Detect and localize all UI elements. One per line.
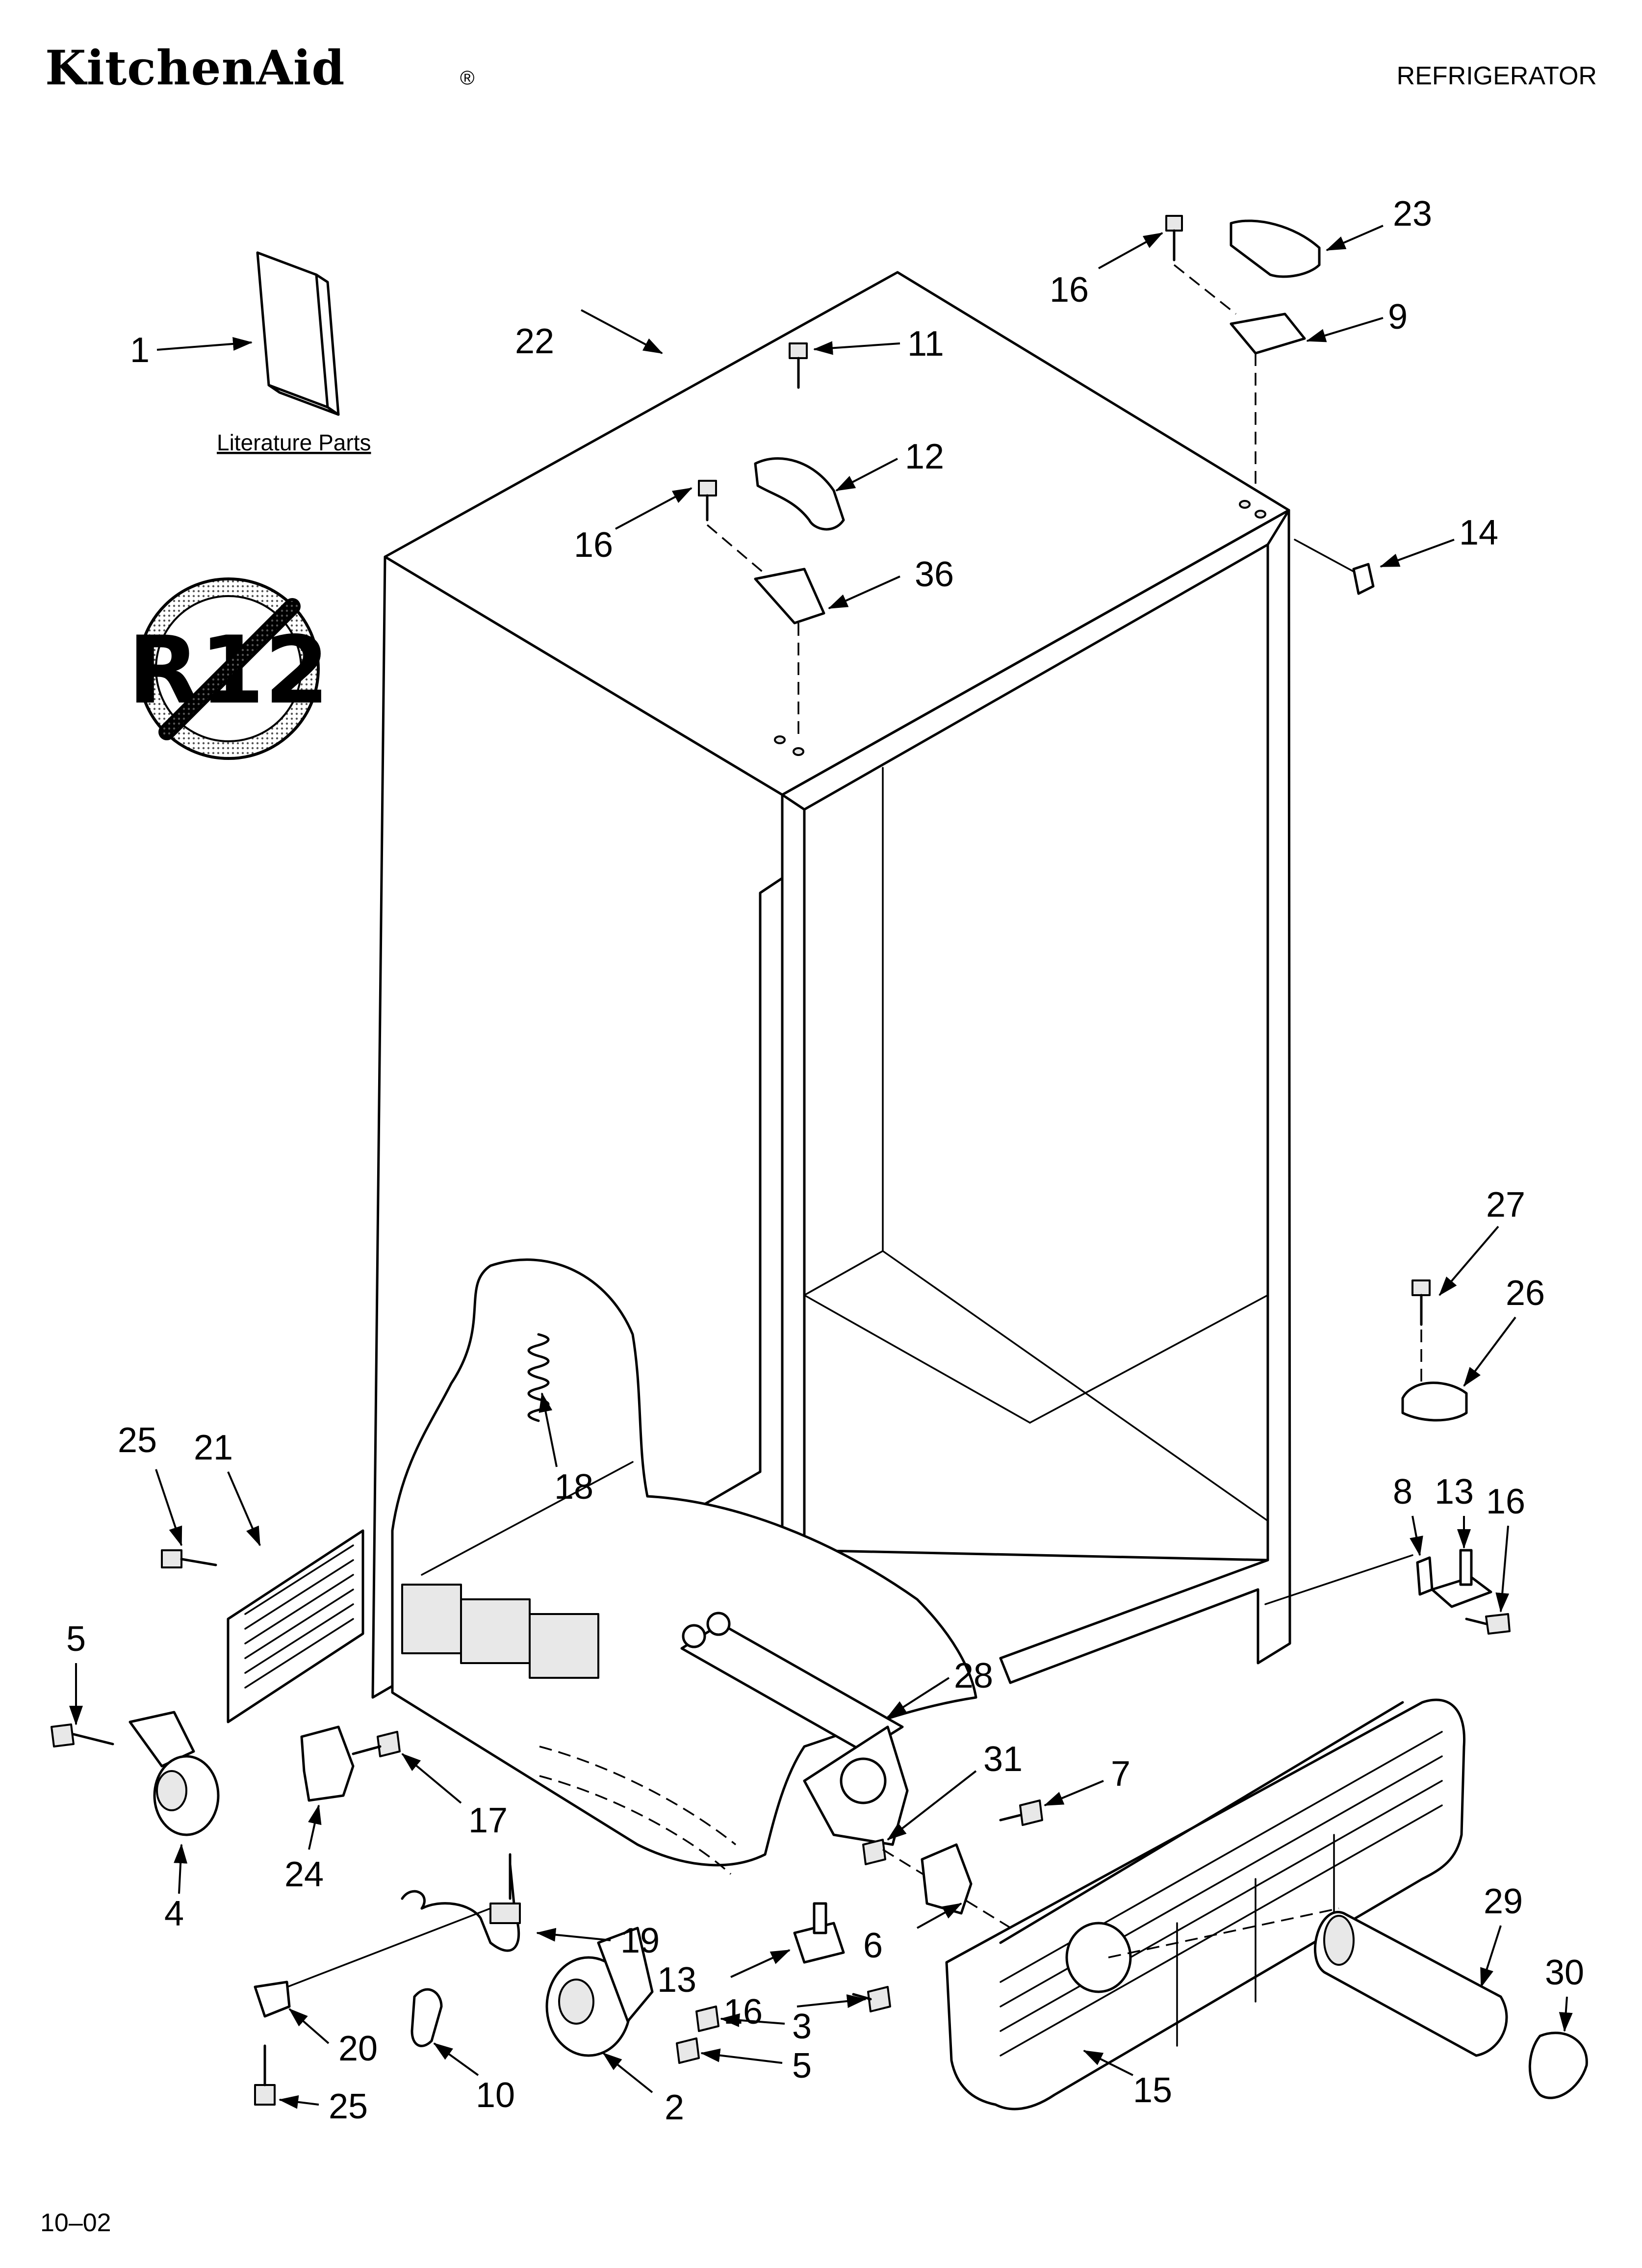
filter-cap-30 [1528,2032,1588,2099]
callout-10: 10 [476,2076,515,2115]
top-hinge-cover-left [754,457,845,531]
appliance-type: REFRIGERATOR [1397,62,1597,90]
cutaway-machine-compartment [391,1258,977,1875]
screw-7 [999,1799,1043,1826]
shim-clip-14 [1352,563,1375,595]
callout-29: 29 [1484,1882,1523,1921]
rear-roller-4 [128,1711,220,1836]
no-r12-badge: R12 [128,577,329,760]
date-code: 10–02 [40,2209,111,2237]
screw-5-front [676,2037,700,2064]
callout-31: 31 [983,1740,1023,1779]
callout-14: 14 [1459,513,1498,552]
callout-16c: 16 [1486,1482,1525,1521]
callout-12: 12 [905,437,944,476]
clamp-20 [254,1981,291,2018]
callout-13b: 13 [657,1960,696,2000]
plug-10 [410,1988,443,2047]
front-roller-2 [545,1927,654,2057]
water-filter-29 [1313,1911,1508,2057]
screw-25-lower [254,2044,276,2106]
callout-9: 9 [1388,297,1408,337]
screw-16-top [1165,215,1237,315]
bracket-24 [300,1725,355,1802]
screw-11 [789,342,808,389]
callout-16d: 16 [723,1992,763,2032]
bracket-13-right [1431,1576,1492,1608]
callout-3: 3 [792,2007,812,2046]
rear-grille [227,1529,364,1723]
top-hinge-cover-right [1230,219,1321,278]
callout-30: 30 [1545,1953,1584,1992]
callout-5b: 5 [792,2046,812,2086]
toe-grille-15 [945,1698,1466,2111]
callout-27: 27 [1486,1185,1525,1225]
callout-8: 8 [1393,1472,1412,1512]
callout-17: 17 [468,1801,508,1840]
screw-27 [1411,1279,1431,1388]
callout-5a: 5 [66,1619,86,1659]
callout-16b: 16 [1050,270,1089,310]
top-hinge-right [1230,313,1306,355]
callout-28: 28 [954,1656,993,1695]
literature-caption: Literature Parts [217,430,371,455]
bracket-26 [1401,1382,1468,1422]
shim-8 [1416,1556,1434,1596]
callout-22: 22 [515,322,554,361]
callout-24: 24 [284,1855,324,1894]
literature-booklet [256,251,340,416]
callout-7: 7 [1111,1754,1130,1794]
drain-tube-19 [420,1863,520,1952]
brand-logo: KitchenAid [45,40,345,96]
callout-2: 2 [665,2088,684,2127]
callout-16a: 16 [574,525,613,565]
callout-26: 26 [1506,1274,1545,1313]
callout-6: 6 [863,1926,883,1965]
screw-31 [862,1839,886,1865]
screw-5-left [51,1723,114,1747]
callout-36: 36 [915,555,954,594]
callout-19: 19 [620,1921,660,1960]
callout-18: 18 [554,1467,593,1507]
callout-1: 1 [130,331,150,370]
screw-17 [352,1731,401,1757]
callout-4: 4 [164,1894,184,1933]
callout-arrows [69,225,1573,2109]
callout-labels: 1 22 11 12 16 36 16 23 9 14 27 26 8 13 1… [66,194,1584,2127]
screw-16-right [1465,1613,1511,1635]
callout-25a: 25 [118,1421,157,1460]
top-hinge-left [754,568,825,625]
callout-15: 15 [1133,2071,1172,2110]
callout-20: 20 [338,2029,378,2068]
callout-13a: 13 [1435,1472,1474,1512]
callout-25b: 25 [329,2087,368,2126]
callout-23: 23 [1393,194,1432,234]
screw-16-left [698,480,766,575]
callout-21: 21 [194,1428,233,1467]
callout-11: 11 [907,324,944,364]
screw-3 [695,2006,719,2032]
registered-mark: ® [460,67,474,89]
hinge-6 [921,1843,973,1915]
screw-25-upper [161,1549,217,1568]
